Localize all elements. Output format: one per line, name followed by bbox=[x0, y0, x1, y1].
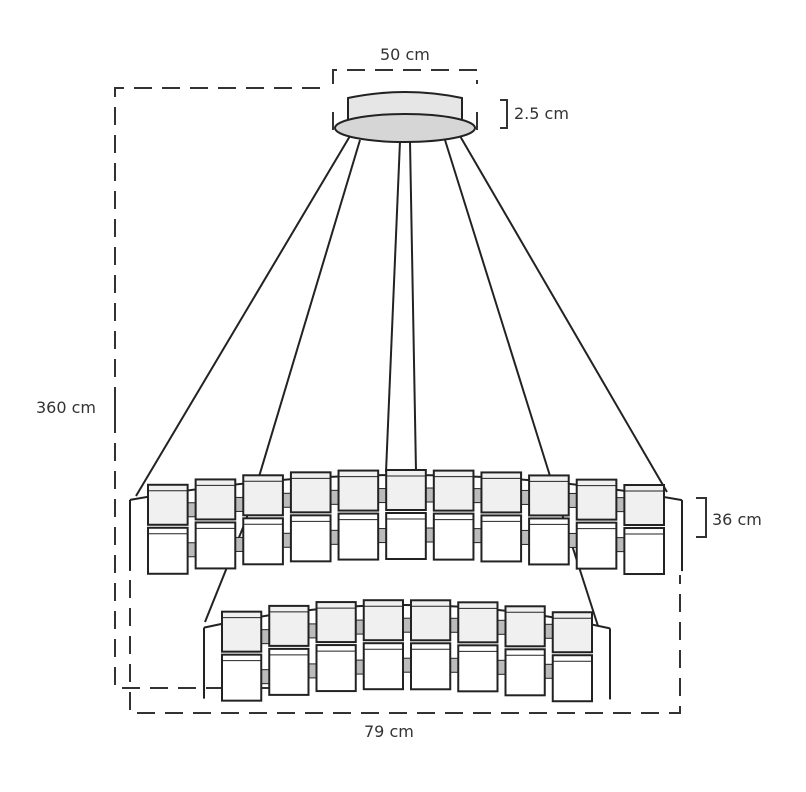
ring-panel-front bbox=[268, 647, 310, 696]
ring-panel-front bbox=[480, 514, 523, 563]
width-dimension-box bbox=[129, 575, 681, 714]
connector bbox=[449, 617, 459, 633]
canopy-height-bracket bbox=[500, 99, 508, 129]
ring-panel-front bbox=[432, 512, 475, 561]
ring-panel-back bbox=[575, 478, 618, 521]
connector bbox=[544, 623, 554, 639]
ring-panel-front bbox=[289, 514, 332, 563]
connector bbox=[355, 659, 365, 675]
connector bbox=[472, 488, 482, 504]
ring-panel-back bbox=[194, 478, 237, 521]
ring-panel-back bbox=[410, 599, 452, 642]
connector bbox=[497, 659, 506, 675]
canopy-width-bracket-bottom bbox=[332, 112, 478, 130]
ring-panel-front bbox=[575, 521, 618, 570]
connector bbox=[615, 497, 625, 513]
connector bbox=[234, 496, 244, 512]
connector bbox=[377, 488, 387, 504]
ring-panel-back bbox=[337, 469, 380, 512]
ring-panel-back bbox=[480, 471, 523, 514]
ceiling-canopy bbox=[334, 91, 476, 143]
ring-panel-back bbox=[528, 474, 570, 517]
ring-height-label: 36 cm bbox=[712, 510, 762, 529]
connector bbox=[308, 663, 317, 679]
connector bbox=[282, 492, 292, 508]
ring-panel-back bbox=[289, 471, 332, 514]
height-dimension-box bbox=[114, 87, 320, 689]
ring-edge bbox=[129, 499, 683, 572]
ring-panel-front bbox=[362, 642, 404, 691]
ring-panel-front bbox=[221, 653, 263, 702]
total-height-label: 360 cm bbox=[36, 398, 97, 417]
ring-panel-front bbox=[551, 654, 593, 703]
ring-panel-front bbox=[528, 517, 570, 566]
connector bbox=[260, 629, 270, 645]
connector bbox=[402, 617, 412, 633]
ring-panel-back bbox=[385, 469, 427, 512]
connector bbox=[260, 669, 270, 685]
ring-panel-back bbox=[457, 601, 499, 644]
ring-panel-back bbox=[268, 604, 310, 647]
connector bbox=[425, 487, 435, 503]
connector bbox=[544, 663, 554, 679]
ring-panel-front bbox=[147, 526, 189, 575]
connector bbox=[402, 657, 412, 673]
connector bbox=[377, 528, 387, 544]
canopy-height-label: 2.5 cm bbox=[514, 104, 569, 123]
ring-panel-back bbox=[242, 474, 284, 517]
ring-panel-back bbox=[362, 599, 404, 642]
ring-diameter-label: 79 cm bbox=[364, 722, 414, 741]
connector bbox=[568, 492, 578, 508]
canopy-diameter-label: 50 cm bbox=[380, 45, 430, 64]
connector bbox=[355, 619, 365, 635]
ring-panel-back bbox=[147, 483, 189, 526]
connector bbox=[568, 532, 578, 548]
ring-height-bracket bbox=[696, 497, 707, 538]
ring-panel-front bbox=[194, 521, 237, 570]
ring-panel-front bbox=[623, 527, 666, 576]
canopy-width-bracket bbox=[332, 69, 478, 84]
ring-panel-back bbox=[623, 484, 666, 527]
ring-panel-front bbox=[457, 644, 499, 693]
ring-panel-back bbox=[221, 610, 263, 653]
connector bbox=[497, 619, 506, 635]
ring-panel-front bbox=[410, 642, 452, 691]
connector bbox=[308, 623, 317, 639]
ring-panel-front bbox=[337, 512, 380, 561]
dimension-lines bbox=[114, 69, 707, 714]
ring-panel-front bbox=[242, 517, 284, 566]
ring-panel-front bbox=[504, 648, 546, 697]
connector bbox=[520, 529, 530, 545]
ring-edge bbox=[203, 627, 611, 700]
connector bbox=[472, 528, 482, 544]
connector bbox=[615, 537, 625, 553]
connector bbox=[282, 532, 292, 548]
connector bbox=[187, 502, 197, 518]
connector bbox=[330, 529, 340, 545]
connector bbox=[449, 657, 459, 673]
connector bbox=[234, 536, 244, 552]
ring-panel-front bbox=[385, 512, 427, 561]
connector bbox=[425, 527, 435, 543]
ring-panel-back bbox=[432, 469, 475, 512]
connector bbox=[330, 489, 340, 505]
ring-panel-back bbox=[315, 601, 357, 644]
connector bbox=[187, 542, 197, 558]
connector bbox=[520, 489, 530, 505]
lower-ring bbox=[203, 599, 611, 703]
ring-panel-front bbox=[315, 644, 357, 693]
upper-ring bbox=[129, 469, 683, 576]
ring-panel-back bbox=[504, 605, 546, 648]
ring-panel-back bbox=[551, 611, 593, 654]
